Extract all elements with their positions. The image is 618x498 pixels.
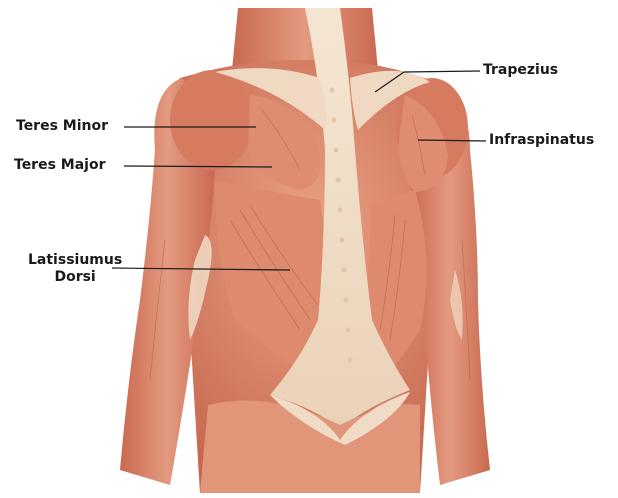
- label-latissimus-line1: Latissiumus: [28, 252, 122, 269]
- label-infraspinatus: Infraspinatus: [489, 132, 594, 149]
- label-teres-major: Teres Major: [14, 157, 106, 174]
- label-trapezius: Trapezius: [483, 62, 558, 79]
- label-teres-minor: Teres Minor: [16, 118, 108, 135]
- leader-trapezius-2: [404, 71, 480, 72]
- left-deltoid: [170, 70, 254, 170]
- label-latissimus-dorsi: Latissiumus Dorsi: [28, 252, 122, 286]
- label-latissimus-line2: Dorsi: [28, 269, 122, 286]
